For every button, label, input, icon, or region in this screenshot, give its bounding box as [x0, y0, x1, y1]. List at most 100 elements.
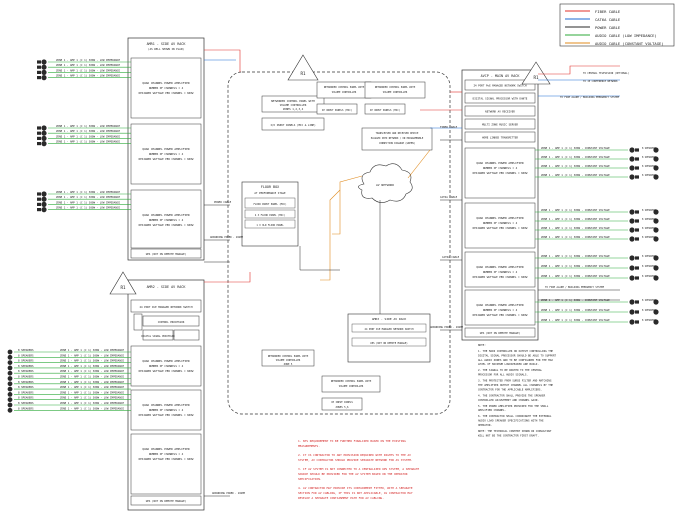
red-note: SOURCE SHOULD BE PROVIDED FOR THE AV SYS…	[298, 472, 408, 476]
amp-note: DESIGNED WATTAGE PER CHANNEL = 600W	[139, 91, 194, 95]
rack-right-item: DIGITAL SIGNAL PROCESSOR WITH DANTE	[473, 97, 528, 101]
external-label: TO FIRE ALARM / BUILDING EMERGENCY SYSTE…	[545, 286, 605, 289]
text-layer: AMR1 - SIDE AV RACK(AS WELL SHOWN IN PLA…	[120, 42, 629, 503]
ip-panel: IP INPUT PANELS (MIC)	[322, 109, 352, 112]
external-label: TO FIRE ALARM / BUILDING EMERGENCY SYSTE…	[560, 96, 620, 99]
speaker-icon	[653, 147, 659, 153]
zone-label: ZONE 1 - AMP 1 (C 1) 300W - LOW IMPEDANC…	[60, 353, 124, 357]
amp-sub: NUMBER OF CHANNELS = 4	[483, 166, 518, 170]
cable-label: FIBER CABLE	[440, 125, 458, 129]
speaker-icon	[7, 381, 13, 387]
speaker-icon	[629, 275, 635, 281]
wireless-box: TRANSCEIVER AND RECEIVER DEVICE	[376, 132, 419, 135]
speaker-icon	[37, 136, 41, 140]
zone-label: ZONE 1 - AMP 1 (C 1) 300W - LOW IMPEDANC…	[56, 74, 120, 78]
speaker-icon	[7, 392, 13, 397]
floor-item: FLOOR INPUT PANEL (MIC)	[253, 203, 286, 206]
note-line: CONTRACTOR FOR THE APPLICABLE AMPLIFIERS…	[478, 387, 542, 391]
amp-label: QUAD CHANNEL POWER AMPLIFIER	[142, 447, 189, 451]
rack-top-left-subtitle: (AS WELL SHOWN IN PLAN)	[148, 47, 184, 51]
speaker-icon	[41, 130, 47, 136]
legend-label: AUDIO CABLE (CONSTANT VOLTAGE)	[595, 41, 664, 46]
panel-bottom: VOLUME CONTROLLER	[276, 359, 301, 362]
zone-label: ZONE 1 - AMP 1 (C 1) 300W - CONSTANT VOL…	[541, 308, 610, 312]
speaker-count: 8 SPEAKERS	[642, 275, 656, 278]
zone-label: ZONE 1 - AMP 1 (C 1) 300W - CONSTANT VOL…	[541, 235, 610, 239]
amp-note: DESIGNED WATTAGE PER CHANNEL = 600W	[139, 369, 194, 373]
rack-right-item: HOME LINKED TRANSMITTER	[482, 136, 518, 140]
speaker-icon	[653, 309, 659, 315]
legend-label: CAT6A CABLE	[595, 17, 621, 22]
wireless-box: PLUGGED INTO NETWORK / ON PROGRAMMABLE	[371, 137, 424, 140]
speaker-icon	[37, 202, 41, 206]
cable-label: GROUNDING POWER - 20AMP	[430, 326, 464, 329]
ip-panel: IP INPUT PANELS (MIC)	[370, 109, 400, 112]
speaker-count: 8 SPEAKERS	[642, 218, 656, 221]
speaker-count: 8 SPEAKERS	[18, 369, 34, 373]
speaker-count: 8 SPEAKERS	[642, 147, 656, 150]
zone-label: ZONE 1 - AMP 1 (C 1) 300W - LOW IMPEDANC…	[56, 58, 120, 62]
r1-label: R1	[533, 75, 539, 80]
amp-note: DESIGNED WATTAGE PER CHANNEL = 600W	[139, 223, 194, 227]
note-line: 6. THE CONTRACTOR SHALL COORDINATE THE E…	[478, 414, 552, 418]
speaker-icon	[653, 174, 659, 180]
amp-note: DESIGNED WATTAGE PER CHANNEL = 600W	[473, 226, 528, 230]
speaker-icon	[629, 147, 635, 153]
amp-note: DESIGNED WATTAGE PER CHANNEL = 600W	[139, 457, 194, 461]
dsp-label: DIGITAL SIGNAL PROCESSOR	[141, 335, 175, 338]
speaker-icon	[629, 236, 635, 242]
zone-label: ZONE 1 - AMP 1 (C 1) 300W - LOW IMPEDANC…	[60, 380, 124, 384]
legend-label: POWER CABLE	[595, 25, 621, 30]
rack3-item: 24 PORT PoE MANAGED NETWORK SWITCH	[365, 328, 414, 331]
speaker-icon	[653, 255, 659, 261]
rack3-title: AMR3 - SIDE AV RACK	[372, 317, 407, 321]
speaker-icon	[635, 266, 639, 270]
speaker-icon	[653, 227, 659, 233]
amp-label: QUAD CHANNEL POWER AMPLIFIER	[142, 147, 189, 151]
zone-label: ZONE 1 - AMP 1 (C 1) 300W - LOW IMPEDANC…	[60, 348, 124, 352]
amp-note: DESIGNED WATTAGE PER CHANNEL = 600W	[473, 171, 528, 175]
cable-label: CAT6A CABLE	[440, 195, 458, 199]
speaker-icon	[629, 255, 635, 261]
zone-label: ZONE 1 - AMP 1 (C 1) 300W - LOW IMPEDANC…	[60, 390, 124, 394]
amp-sub: NUMBER OF CHANNELS = 4	[149, 452, 184, 456]
note-line: 3. THE PROTECTED FROM SURGE FILTER AND M…	[478, 379, 552, 383]
note-line: 4. THE CONTRACTOR SHALL PROVIDE THE SPEA…	[478, 393, 546, 397]
panel-bottom: NETWORKED CONTROL PANEL WITH	[268, 355, 309, 358]
amp-sub: NUMBER OF CHANNELS = 4	[149, 152, 184, 156]
speaker-icon	[37, 142, 41, 146]
note-line: 5. THE POWER AMPLIFIER PROVIDED FOR THE …	[478, 404, 549, 408]
speaker-icon	[37, 208, 41, 212]
amp-label: QUAD CHANNEL POWER AMPLIFIER	[142, 81, 189, 85]
zone-label: ZONE 1 - AMP 1 (C 1) 300W - CONSTANT VOL…	[541, 173, 610, 177]
speaker-icon	[41, 75, 47, 81]
zone-label: ZONE 1 - AMP 1 (C 1) 300W - CONSTANT VOL…	[541, 155, 610, 159]
floor-box-title: FLOOR BOX	[261, 185, 280, 189]
note-line: PROCESSOR FOR ALL AUDIO SIGNALS.	[478, 373, 528, 377]
rack-right-item: NETWORK AV RECEIVER	[485, 110, 515, 114]
speaker-icon	[635, 228, 639, 232]
speaker-icon	[635, 310, 639, 314]
zone-label: ZONE 1 - AMP 1 (C 1) 300W - LOW IMPEDANC…	[60, 396, 124, 400]
ip-bottom: ZONES 5,6	[336, 406, 350, 409]
panel-bottom: ZONE 5	[284, 363, 293, 366]
floor-item: 4 X FLOOR PANEL (MIC)	[255, 214, 285, 217]
zone-label: ZONE 1 - AMP 1 (C 1) 300W - LOW IMPEDANC…	[56, 200, 120, 204]
note-line: AMPLIFIER CHANNEL.	[478, 408, 506, 412]
zone-label: ZONE 1 - AMP 1 (C 1) 300W - LOW IMPEDANC…	[56, 68, 120, 72]
speaker-icon	[37, 60, 41, 64]
red-note: 1. NTS REQUIREMENT TO BE FURTHER FINALIZ…	[298, 439, 406, 443]
red-note: SECTION FOR AV CABLING, IF THIS IS NOT A…	[298, 491, 413, 495]
speaker-count: 8 SPEAKERS	[18, 364, 34, 368]
panel-top: VOLUME CONTROLLER	[332, 91, 357, 94]
speaker-icon	[37, 126, 41, 130]
speaker-icon	[41, 125, 47, 131]
rack-footer: UPS (NOT ON REMOTE MANAGE)	[146, 252, 187, 256]
red-note: SPECIFICATION.	[298, 477, 322, 481]
amp-label: QUAD CHANNEL POWER AMPLIFIER	[476, 303, 523, 307]
speaker-icon	[37, 131, 41, 135]
speaker-icon	[37, 192, 41, 196]
amp-sub: NUMBER OF CHANNELS = 4	[483, 308, 518, 312]
zone-label: ZONE 1 - AMP 1 (C 1) 300W - LOW IMPEDANC…	[56, 140, 120, 144]
speaker-icon	[635, 237, 639, 241]
